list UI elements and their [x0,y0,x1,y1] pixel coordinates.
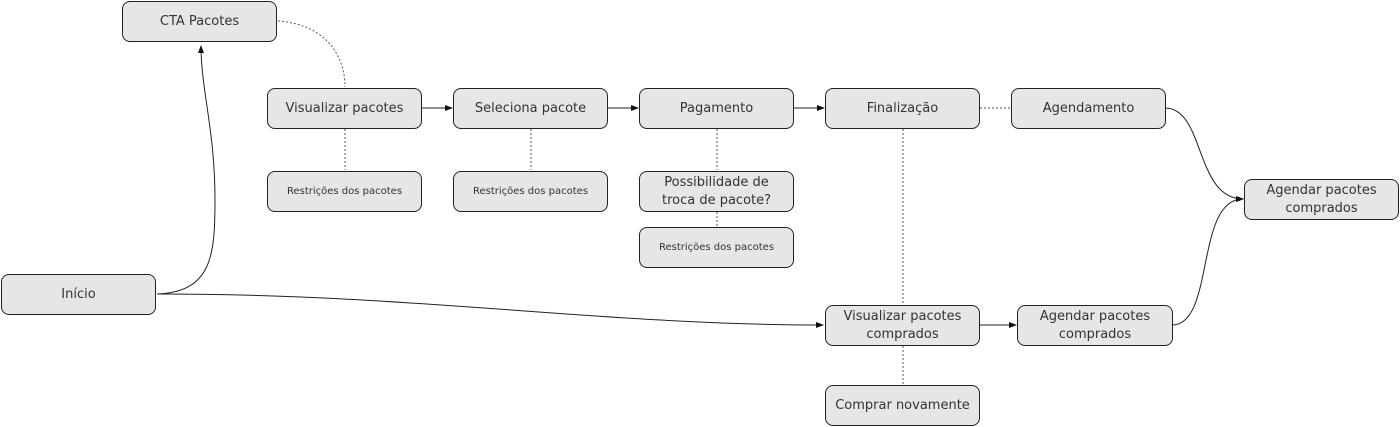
node-label: Visualizar pacotes [285,100,404,116]
node-label: Restrições dos pacotes [472,185,589,197]
node-label: Pagamento [679,100,754,116]
node-label: Início [61,286,96,302]
node-finalizacao: Finalização [825,88,980,129]
node-seleciona-pacote: Seleciona pacote [453,88,608,129]
node-label: Agendar pacotes comprados [1266,182,1377,216]
node-restricoes-3: Restrições dos pacotes [639,227,794,268]
edge-agendar-mid-agendar-final [1171,196,1244,326]
node-label: Restrições dos pacotes [658,241,775,253]
node-pagamento: Pagamento [639,88,794,129]
edge-agendamento-agendar-final [1164,107,1244,202]
node-label: Comprar novamente [835,397,970,413]
node-agendar-comprados-final: Agendar pacotes comprados [1244,179,1399,220]
node-possibilidade-troca: Possibilidade de troca de pacote? [639,171,794,212]
node-restricoes-2: Restrições dos pacotes [453,171,608,212]
node-agendar-comprados-mid: Agendar pacotes comprados [1017,305,1173,346]
node-inicio: Início [1,274,156,315]
node-label: Agendar pacotes comprados [1039,308,1151,342]
node-label: Restrições dos pacotes [286,185,403,197]
node-label: Seleciona pacote [474,100,587,116]
node-visualizar-pacotes: Visualizar pacotes [267,88,422,129]
node-label: Visualizar pacotes comprados [843,308,962,342]
node-label: CTA Pacotes [159,13,240,29]
edge-inicio-visualizar-comprados [156,293,824,328]
node-label: Agendamento [1042,100,1135,116]
edge-cta-visualizar [277,20,346,88]
node-cta-pacotes: CTA Pacotes [122,1,277,42]
node-label: Finalização [866,100,939,116]
node-comprar-novamente: Comprar novamente [825,385,980,426]
node-visualizar-comprados: Visualizar pacotes comprados [825,305,980,346]
node-restricoes-1: Restrições dos pacotes [267,171,422,212]
node-label: Possibilidade de troca de pacote? [661,174,772,208]
edge-inicio-cta [156,45,216,295]
node-agendamento: Agendamento [1011,88,1166,129]
